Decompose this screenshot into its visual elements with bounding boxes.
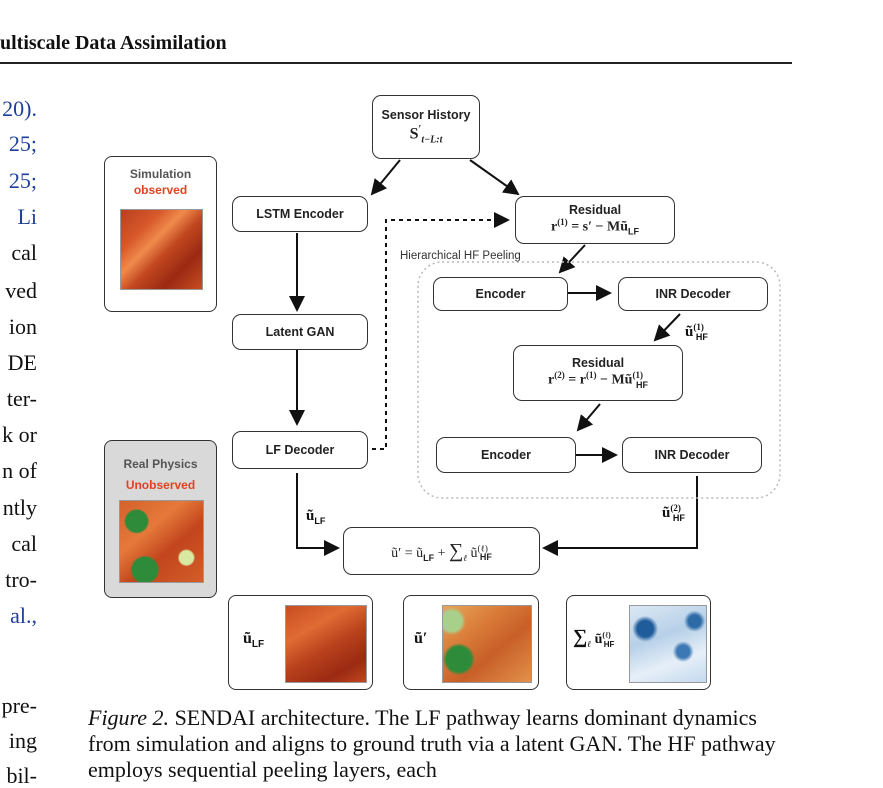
inr-decoder-2-box: INR Decoder	[622, 437, 762, 473]
u-hf-1-label: ũ(1)HF	[685, 322, 708, 342]
simulation-title: Simulation	[129, 167, 192, 181]
sensor-history-box: Sensor History S′t−L:t	[372, 95, 480, 159]
text-line: Li	[17, 204, 37, 229]
output-combined-heatmap	[442, 605, 532, 683]
output-hf-label: ∑ℓ ũ(ℓ)HF	[573, 626, 615, 649]
text-line: ion	[8, 314, 37, 339]
latent-gan-box: Latent GAN	[232, 314, 368, 350]
lstm-encoder-box: LSTM Encoder	[232, 196, 368, 232]
real-physics-heatmap	[119, 500, 204, 583]
u-hf-2-label: ũ(2)HF	[662, 503, 685, 523]
peeling-label: Hierarchical HF Peeling	[400, 250, 521, 262]
text-line: k or	[2, 422, 37, 447]
text-line: ved	[5, 278, 37, 303]
text-line: al.,	[10, 603, 37, 628]
residual-2-math: r(2) = r(1) − Mũ(1)HF	[548, 370, 648, 390]
encoder-1-box: Encoder	[433, 277, 568, 311]
output-lf-card: ũLF	[228, 595, 373, 690]
text-line: 25;	[8, 131, 37, 156]
text-line: DE	[7, 350, 37, 375]
running-title: ultiscale Data Assimilation	[0, 32, 227, 54]
header-rule	[0, 62, 792, 64]
u-lf-label: ũLF	[306, 508, 326, 526]
text-line: bil-	[6, 763, 37, 788]
output-lf-heatmap	[285, 605, 367, 683]
lf-decoder-box: LF Decoder	[232, 431, 368, 469]
sensor-history-math: S′t−L:t	[409, 124, 443, 146]
inr-decoder-1-box: INR Decoder	[618, 277, 768, 311]
simulation-card: Simulation observed	[104, 156, 217, 312]
real-physics-title: Real Physics	[123, 457, 198, 471]
simulation-heatmap	[120, 209, 203, 290]
residual-1-box: Residual r(1) = s′ − MũLF	[515, 196, 675, 244]
residual-2-title: Residual	[571, 356, 625, 371]
real-physics-subtitle: Unobserved	[125, 478, 196, 492]
combined-output-box: ũ′ = ũLF + ∑ℓ ũ(ℓ)HF	[343, 527, 540, 575]
figure-caption: Figure 2. SENDAI architecture. The LF pa…	[88, 705, 788, 783]
text-line: 20).	[2, 96, 37, 121]
text-line: cal	[11, 240, 37, 265]
text-line: ter-	[6, 386, 37, 411]
residual-1-math: r(1) = s′ − MũLF	[550, 217, 640, 237]
text-line: ing	[8, 728, 37, 753]
figure-label: Figure 2.	[88, 705, 170, 730]
residual-1-title: Residual	[568, 203, 622, 218]
text-line: ntly	[2, 495, 37, 520]
text-line: cal	[11, 531, 37, 556]
simulation-subtitle: observed	[133, 183, 188, 197]
text-line: tro-	[5, 567, 37, 592]
output-hf-heatmap	[629, 605, 707, 683]
text-line: n of	[2, 458, 37, 483]
residual-2-box: Residual r(2) = r(1) − Mũ(1)HF	[513, 345, 683, 401]
text-line: pre-	[1, 693, 37, 718]
output-lf-label: ũLF	[243, 630, 265, 651]
output-combined-label: ũ′	[414, 630, 428, 647]
real-physics-card: Real Physics Unobserved	[104, 440, 217, 598]
output-combined-card: ũ′	[403, 595, 539, 690]
encoder-2-box: Encoder	[436, 437, 576, 473]
output-hf-card: ∑ℓ ũ(ℓ)HF	[566, 595, 711, 690]
text-line: 25;	[8, 168, 37, 193]
caption-text: SENDAI architecture. The LF pathway lear…	[88, 705, 776, 782]
sensor-history-title: Sensor History	[381, 108, 471, 123]
